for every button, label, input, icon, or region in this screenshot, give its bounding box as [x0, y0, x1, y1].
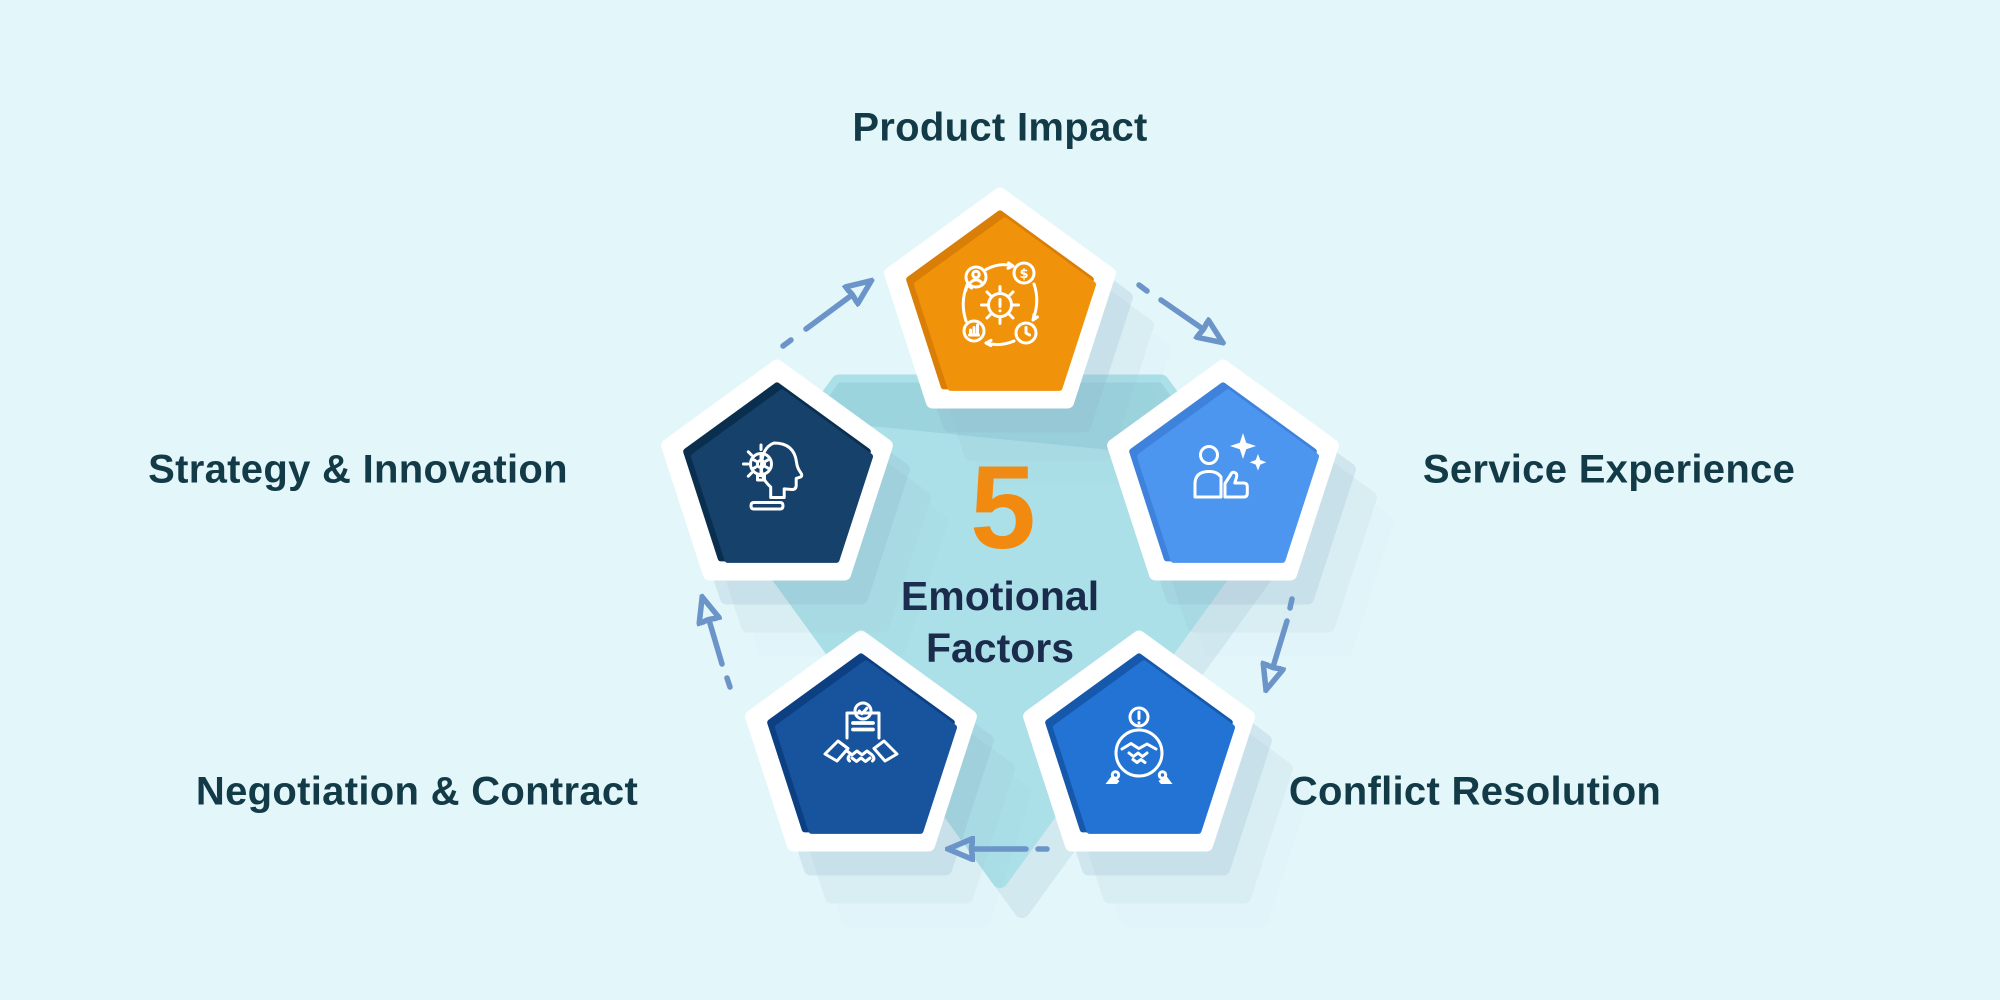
arrow-product-to-service	[1136, 282, 1203, 329]
label-negotiation-contract: Negotiation & Contract	[195, 769, 639, 814]
center-number: 5	[970, 442, 1036, 574]
svg-text:$: $	[1019, 267, 1028, 282]
center-title-line2: Factors	[925, 625, 1075, 671]
product-impact-process-icon: $	[961, 261, 1039, 348]
strategy-idea-head-icon	[742, 441, 804, 511]
label-product-impact: Product Impact	[852, 105, 1148, 150]
label-conflict-resolution: Conflict Resolution	[1288, 769, 1662, 814]
pentagon-negotiation-contract	[736, 630, 986, 875]
arrow-negotiation-to-strategy	[709, 620, 733, 690]
conflict-warning-handshake-icon	[1105, 706, 1173, 784]
service-rating-thumbs-up-icon	[1193, 433, 1267, 499]
center-title: Emotional Factors	[901, 570, 1099, 674]
label-strategy-innovation: Strategy & Innovation	[148, 447, 568, 492]
arrow-strategy-to-product	[780, 295, 852, 349]
center-title-line1: Emotional	[900, 573, 1100, 619]
negotiation-contract-handshake-icon	[823, 701, 899, 763]
pentagon-conflict-resolution	[1014, 630, 1264, 875]
pentagon-strategy-innovation	[652, 359, 902, 604]
pentagon-service-experience	[1098, 359, 1348, 604]
arrow-service-to-conflict	[1273, 596, 1295, 667]
label-service-experience: Service Experience	[1422, 447, 1796, 492]
pentagon-product-impact: $	[875, 187, 1125, 432]
